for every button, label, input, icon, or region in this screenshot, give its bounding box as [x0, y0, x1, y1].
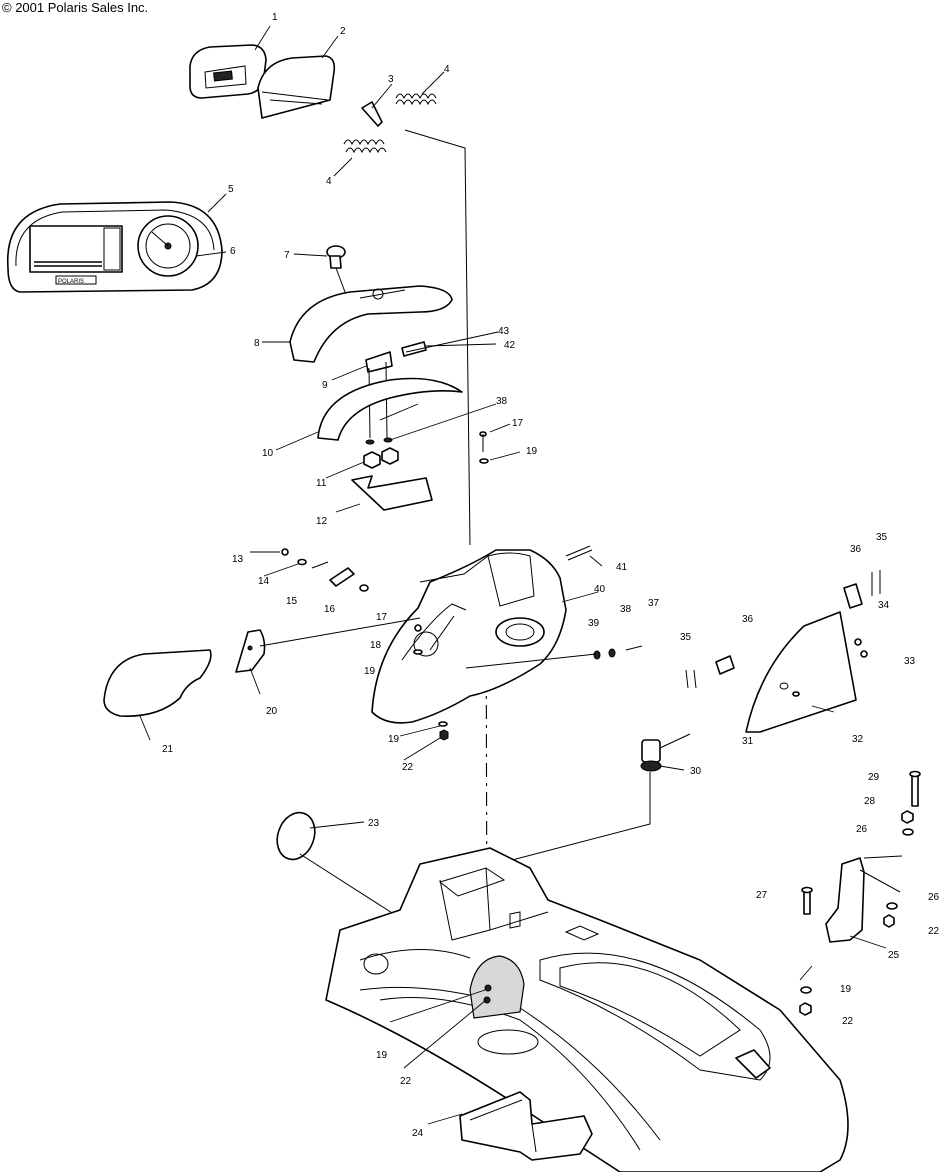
callout-12: 12 [316, 516, 328, 527]
callout-3: 3 [388, 74, 394, 85]
parts-13-16-small-hardware [281, 548, 369, 592]
part-42-pin [401, 341, 427, 357]
callout-19: 19 [526, 446, 538, 457]
callout-labels: 1 2 3 4 4 5 6 7 8 9 10 11 12 13 14 15 16… [162, 12, 940, 1139]
callout-14: 14 [258, 576, 270, 587]
callout-15: 15 [286, 596, 298, 607]
callout-23: 23 [368, 818, 380, 829]
callout-16: 16 [324, 604, 336, 615]
callout-42: 42 [504, 340, 516, 351]
callout-27: 27 [756, 890, 768, 901]
callout-10: 10 [262, 448, 274, 459]
part-12-plate [351, 475, 433, 511]
part-41-clip [565, 545, 593, 561]
part-20-mirror-mount [235, 617, 421, 673]
callout-29: 29 [868, 772, 880, 783]
leader-lines [139, 25, 887, 1125]
part-8-upper-cover [289, 285, 453, 363]
part-1-gauge-bezel [189, 44, 267, 99]
part-10-gasket [317, 377, 463, 441]
callout-24: 24 [412, 1128, 424, 1139]
callout-43: 43 [498, 326, 510, 337]
callout-40: 40 [594, 584, 606, 595]
callout-38: 38 [620, 604, 632, 615]
callout-35: 35 [876, 532, 888, 543]
callout-20: 20 [266, 706, 278, 717]
parts-37-39-hardware [465, 645, 643, 669]
part-25-tray [825, 855, 903, 943]
callout-22: 22 [928, 926, 940, 937]
parts-18-19-22-lower [413, 624, 449, 741]
callout-36: 36 [850, 544, 862, 555]
callout-9: 9 [322, 380, 328, 391]
part-5-6-gauge-cluster: POLARIS [6, 201, 223, 293]
callout-37: 37 [648, 598, 660, 609]
callout-19: 19 [376, 1050, 388, 1061]
callout-17: 17 [512, 418, 524, 429]
part-4-spring-lower [343, 139, 387, 154]
part-40-console-housing [371, 549, 567, 724]
callout-30: 30 [690, 766, 702, 777]
callout-35: 35 [680, 632, 692, 643]
part-30-cylinder [509, 733, 691, 901]
part-2-gauge-lens [257, 55, 336, 119]
callout-8: 8 [254, 338, 260, 349]
callout-6: 6 [230, 246, 236, 257]
part-11-nuts [363, 437, 399, 469]
callout-22: 22 [402, 762, 414, 773]
callout-26: 26 [856, 824, 868, 835]
part-3-clip [361, 101, 383, 127]
part-32-side-panel [745, 611, 857, 733]
part-23-oval-gasket [276, 811, 401, 919]
callout-36: 36 [742, 614, 754, 625]
callout-22: 22 [842, 1016, 854, 1027]
callout-4: 4 [326, 176, 332, 187]
copyright-notice: © 2001 Polaris Sales Inc. [2, 0, 149, 15]
callout-19: 19 [840, 984, 852, 995]
parts-33-36-panel-hardware [685, 570, 881, 697]
callout-26: 26 [928, 892, 940, 903]
callout-7: 7 [284, 250, 290, 261]
part-4-spring-upper [395, 93, 437, 106]
part-7-knob [326, 245, 349, 301]
part-24-mount-bracket [459, 1091, 593, 1161]
callout-17: 17 [376, 612, 388, 623]
callout-4: 4 [444, 64, 450, 75]
gauge-brand-label: POLARIS [58, 279, 84, 285]
callout-41: 41 [616, 562, 628, 573]
callout-32: 32 [852, 734, 864, 745]
callout-2: 2 [340, 26, 346, 37]
callout-1: 1 [272, 12, 278, 23]
callout-31: 31 [742, 736, 754, 747]
callout-25: 25 [888, 950, 900, 961]
callout-11: 11 [316, 478, 327, 489]
callout-19: 19 [388, 734, 400, 745]
part-17-19-fastener [479, 431, 489, 464]
callout-19: 19 [364, 666, 376, 677]
callout-38: 38 [496, 396, 508, 407]
part-21-mirror [103, 649, 212, 717]
callout-22: 22 [400, 1076, 412, 1087]
callout-13: 13 [232, 554, 244, 565]
callout-28: 28 [864, 796, 876, 807]
callout-21: 21 [162, 744, 174, 755]
callout-18: 18 [370, 640, 382, 651]
callout-34: 34 [878, 600, 890, 611]
callout-5: 5 [228, 184, 234, 195]
parts-26-29-hardware [799, 770, 921, 1016]
callout-39: 39 [588, 618, 600, 629]
callout-33: 33 [904, 656, 916, 667]
